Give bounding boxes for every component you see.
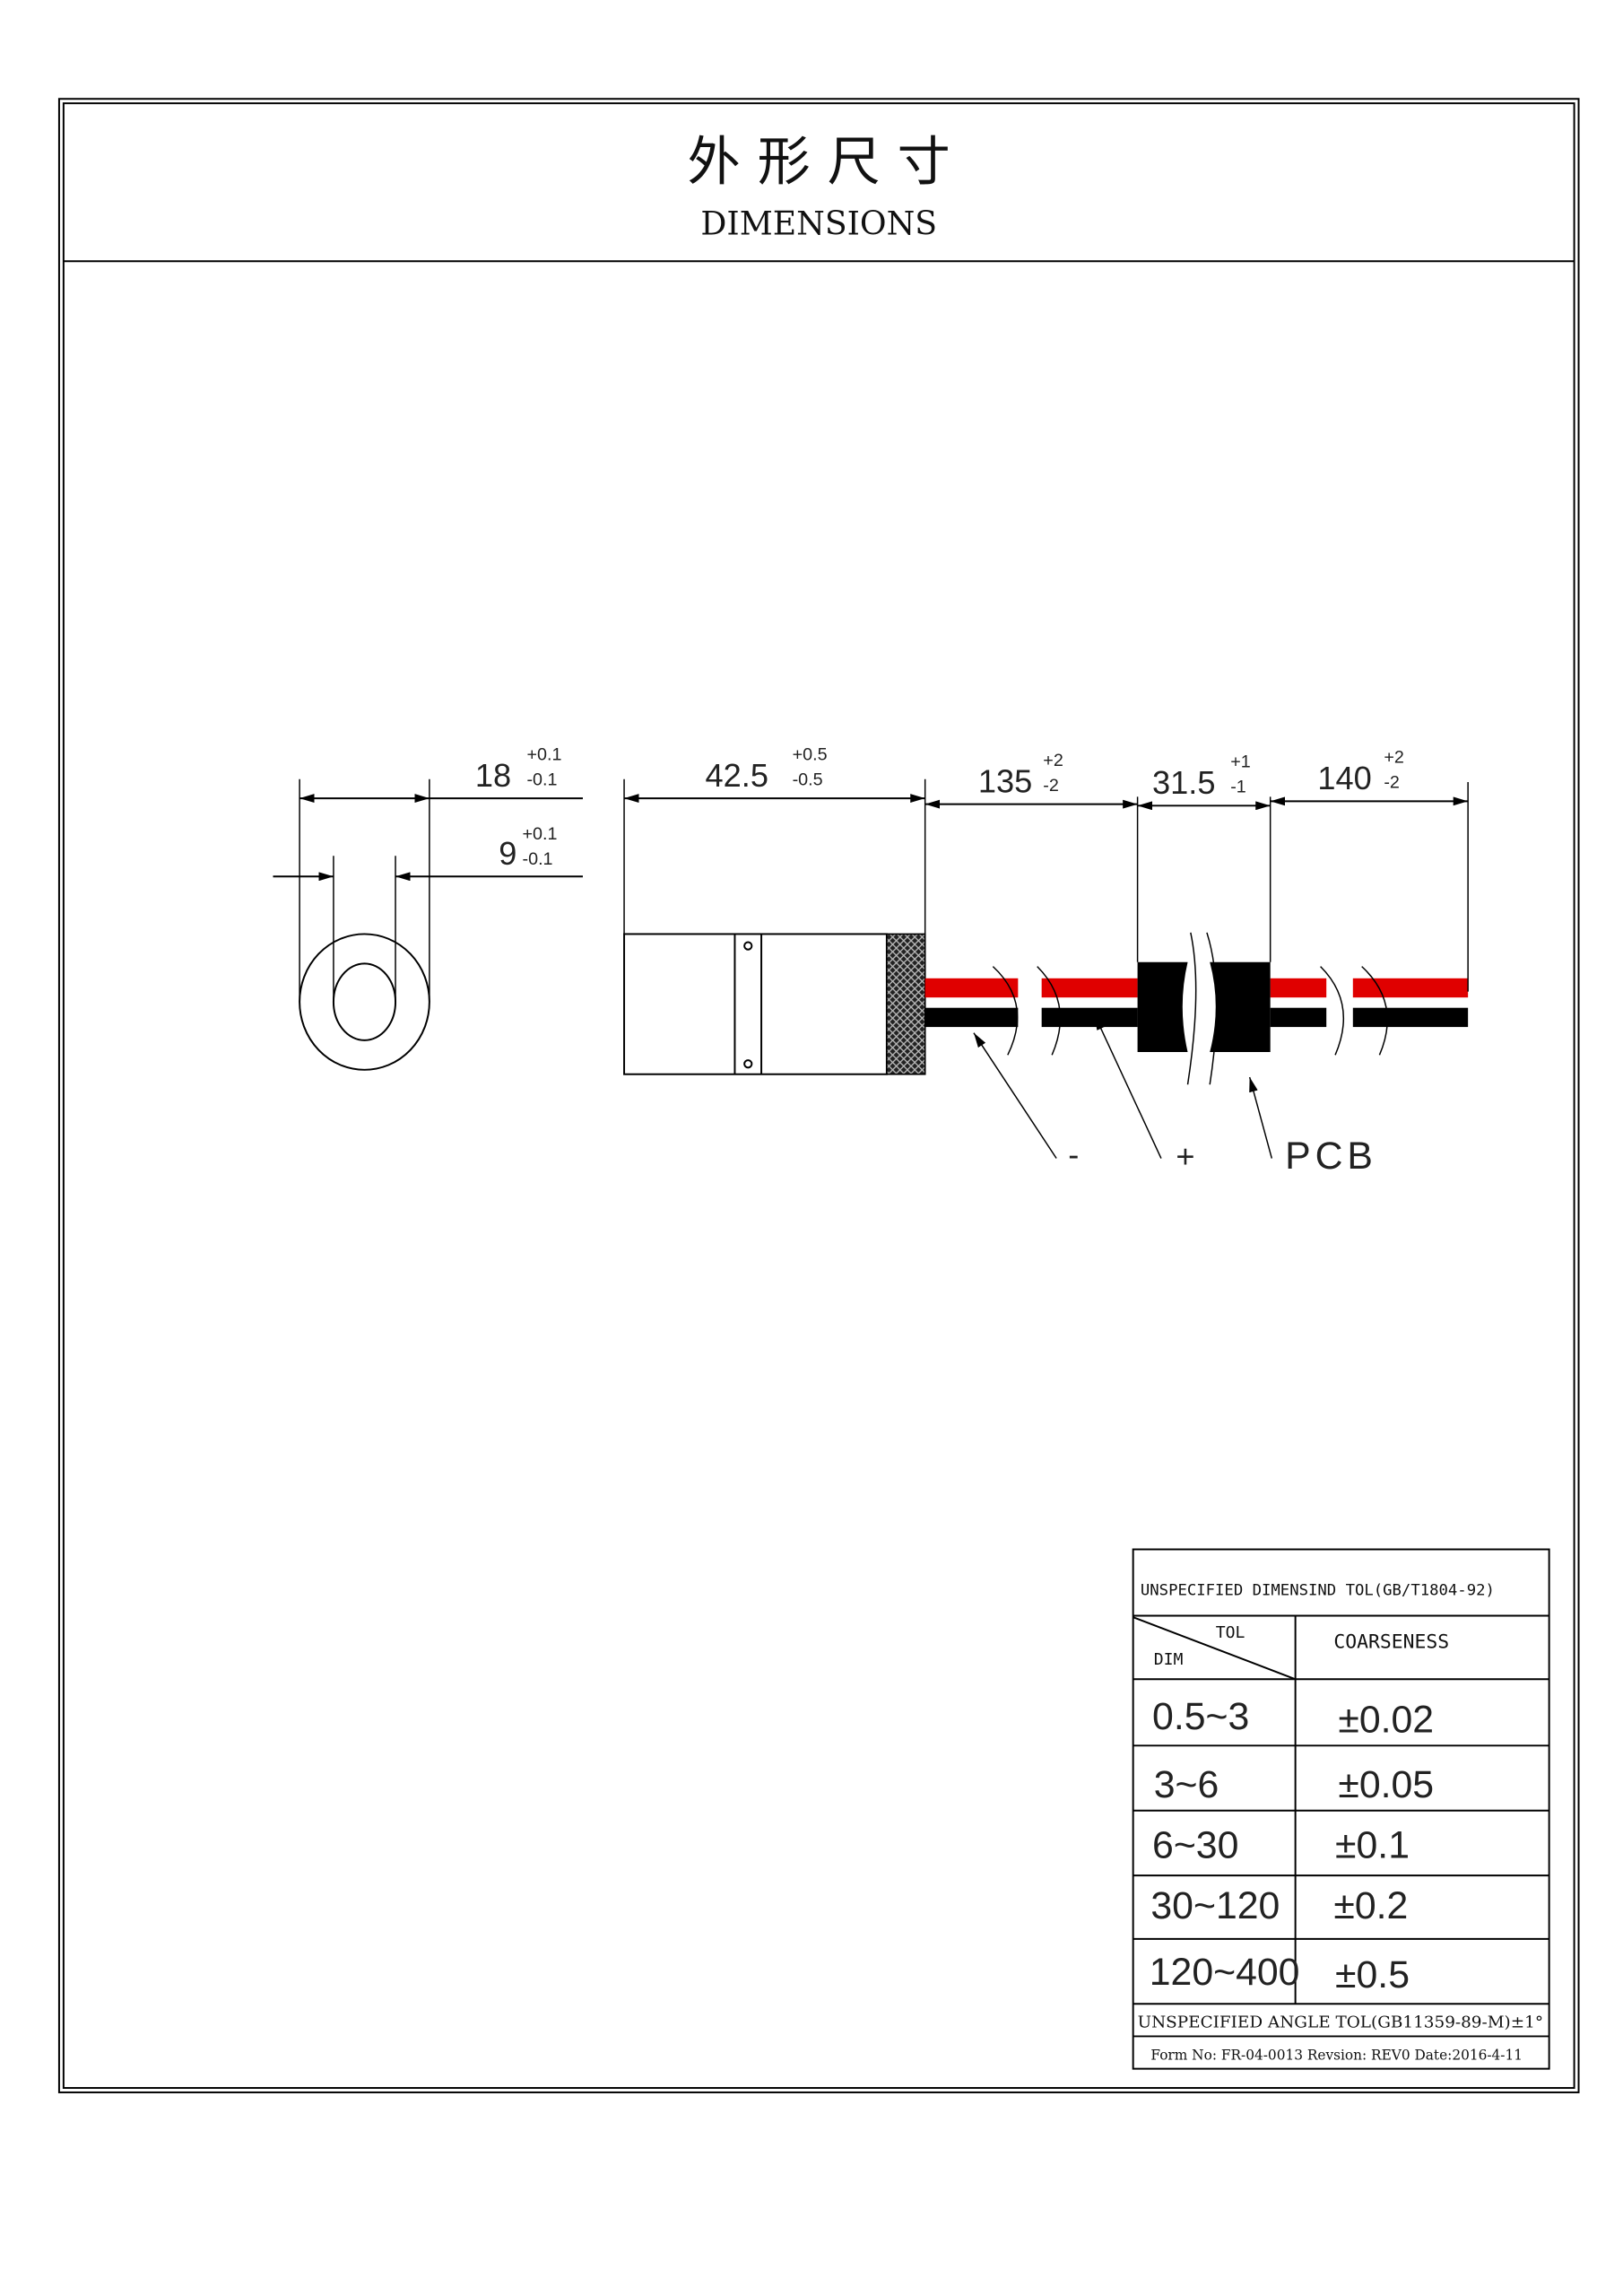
svg-text:±0.1: ±0.1 bbox=[1335, 1823, 1410, 1866]
svg-text:±0.2: ±0.2 bbox=[1333, 1884, 1408, 1927]
dim-wire1-length: 135 +2 -2 bbox=[978, 751, 1063, 800]
leader-positive: + bbox=[1094, 1014, 1195, 1174]
table-row: 30~120 ±0.2 bbox=[1150, 1884, 1408, 1927]
svg-text:6~30: 6~30 bbox=[1152, 1823, 1238, 1866]
table-row: 6~30 ±0.1 bbox=[1152, 1823, 1410, 1866]
svg-text:PCB: PCB bbox=[1285, 1135, 1377, 1178]
leader-pcb: PCB bbox=[1248, 1076, 1377, 1178]
svg-text:9: 9 bbox=[499, 835, 516, 872]
pcb-block bbox=[1136, 781, 1469, 1085]
end-view bbox=[273, 778, 583, 1071]
dim-wire2-length: 140 +2 -2 bbox=[1317, 748, 1404, 797]
svg-text:-1: -1 bbox=[1230, 777, 1246, 796]
svg-text:±0.5: ±0.5 bbox=[1335, 1953, 1410, 1996]
svg-text:±0.05: ±0.05 bbox=[1338, 1763, 1434, 1806]
angle-tolerance: UNSPECIFIED ANGLE TOL(GB11359-89-M)±1° bbox=[1138, 2013, 1543, 2032]
svg-text:-: - bbox=[1068, 1136, 1079, 1173]
leader-negative: - bbox=[973, 1032, 1079, 1173]
svg-text:-2: -2 bbox=[1043, 776, 1059, 796]
svg-text:-2: -2 bbox=[1384, 773, 1400, 793]
svg-text:-0.1: -0.1 bbox=[526, 770, 557, 789]
table-row: 0.5~3 ±0.02 bbox=[1152, 1695, 1434, 1741]
dim-inner-diameter: 9 +0.1 -0.1 bbox=[499, 824, 557, 872]
svg-text:30~120: 30~120 bbox=[1150, 1884, 1280, 1927]
header-tol: TOL bbox=[1216, 1623, 1245, 1642]
wires bbox=[924, 966, 1469, 1056]
title-chinese: 外 形 尺 寸 bbox=[688, 131, 950, 193]
svg-text:120~400: 120~400 bbox=[1150, 1951, 1300, 1994]
dim-body-length: 42.5 +0.5 -0.5 bbox=[706, 744, 828, 794]
dim-outer-diameter: 18 +0.1 -0.1 bbox=[475, 744, 562, 794]
side-view-body bbox=[623, 778, 926, 1075]
svg-text:+1: +1 bbox=[1230, 752, 1251, 772]
header-coarseness: COARSENESS bbox=[1333, 1631, 1449, 1654]
table-row: 3~6 ±0.05 bbox=[1154, 1763, 1434, 1806]
svg-text:31.5: 31.5 bbox=[1152, 764, 1215, 801]
svg-text:+0.5: +0.5 bbox=[793, 744, 828, 764]
svg-text:+0.1: +0.1 bbox=[523, 824, 558, 844]
svg-text:0.5~3: 0.5~3 bbox=[1152, 1695, 1249, 1738]
svg-text:+: + bbox=[1176, 1137, 1194, 1174]
dim-pcb-length: 31.5 +1 -1 bbox=[1152, 752, 1251, 802]
tolerance-table: UNSPECIFIED DIMENSIND TOL(GB/T1804-92) T… bbox=[1132, 1548, 1550, 2070]
form-info: Form No: FR-04-0013 Revsion: REV0 Date:2… bbox=[1150, 2048, 1523, 2064]
svg-text:135: 135 bbox=[978, 762, 1032, 799]
svg-text:18: 18 bbox=[475, 757, 511, 794]
svg-text:-0.5: -0.5 bbox=[793, 770, 823, 789]
svg-text:+2: +2 bbox=[1043, 751, 1063, 770]
header-dim: DIM bbox=[1154, 1650, 1184, 1669]
svg-text:140: 140 bbox=[1317, 760, 1371, 796]
svg-text:±0.02: ±0.02 bbox=[1338, 1699, 1434, 1742]
title-english: DIMENSIONS bbox=[700, 204, 937, 243]
svg-text:42.5: 42.5 bbox=[706, 757, 768, 794]
table-title: UNSPECIFIED DIMENSIND TOL(GB/T1804-92) bbox=[1141, 1582, 1495, 1600]
svg-text:3~6: 3~6 bbox=[1154, 1763, 1219, 1806]
drawing-frame bbox=[57, 98, 1580, 2093]
table-row: 120~400 ±0.5 bbox=[1150, 1951, 1410, 1996]
svg-text:+0.1: +0.1 bbox=[526, 744, 561, 764]
svg-text:-0.1: -0.1 bbox=[523, 849, 553, 869]
svg-text:+2: +2 bbox=[1384, 748, 1404, 768]
